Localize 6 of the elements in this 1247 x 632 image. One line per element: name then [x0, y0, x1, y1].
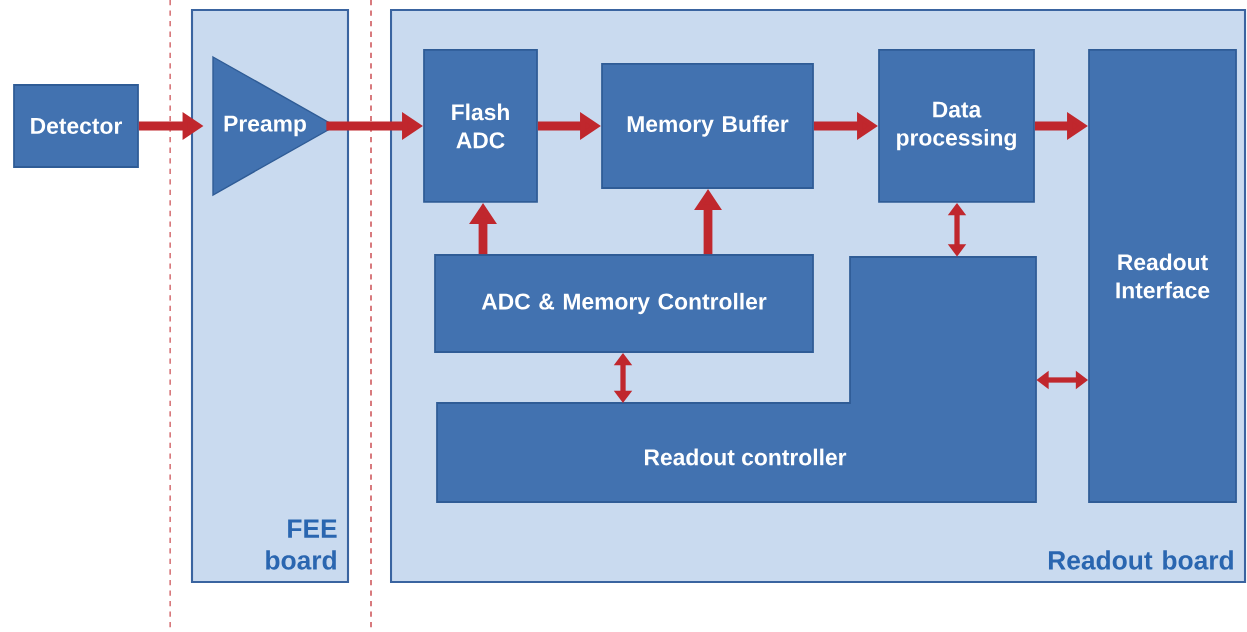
process-box: Data processing — [878, 49, 1035, 203]
process-box: Flash ADC — [423, 49, 538, 203]
process-box: Memory Buffer — [601, 63, 814, 189]
detector-box: Detector — [13, 84, 139, 168]
process-box: Readout Interface — [1088, 49, 1237, 503]
process-box: ADC & Memory Controller — [434, 254, 814, 353]
